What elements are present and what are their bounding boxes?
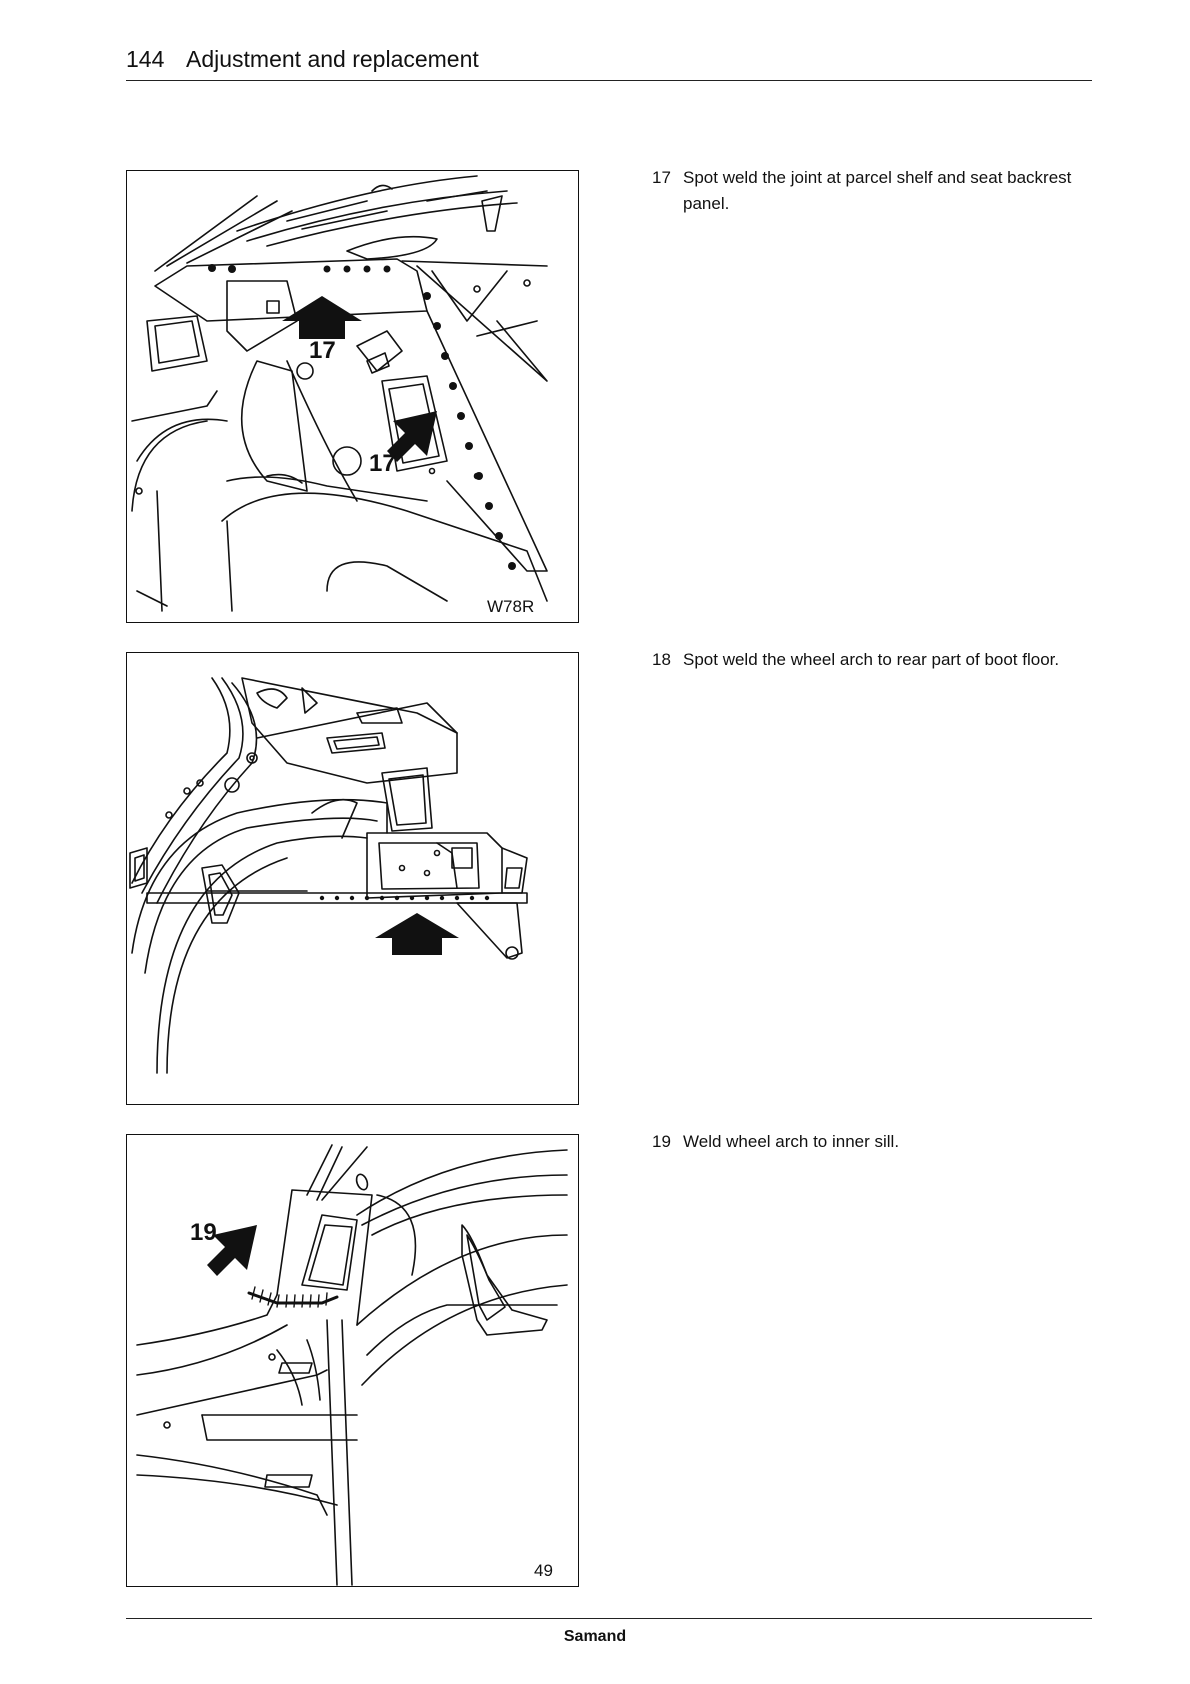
inner-sill-illustration: 19 (127, 1135, 578, 1586)
footer-brand: Samand (0, 1628, 1190, 1646)
step-text: Weld wheel arch to inner sill. (683, 1129, 1088, 1155)
step-number: 19 (652, 1129, 671, 1155)
step-number: 18 (652, 647, 671, 673)
page-number: 144 (126, 46, 164, 73)
callout-17-bottom: 17 (369, 450, 396, 477)
wheel-arch-illustration (127, 653, 578, 1104)
figure-parcel-shelf: 17 17 W78R (126, 170, 579, 623)
step-number: 17 (652, 165, 671, 191)
page-title: Adjustment and replacement (186, 46, 479, 73)
figure-code: W78R (487, 597, 534, 617)
step-text: Spot weld the wheel arch to rear part of… (683, 647, 1088, 673)
figure-wheel-arch-boot-floor (126, 652, 579, 1105)
step-text: Spot weld the joint at parcel shelf and … (683, 165, 1088, 217)
figure-wheel-arch-inner-sill: 19 49 (126, 1134, 579, 1587)
callout-17-top: 17 (309, 337, 336, 364)
figure-code: 49 (534, 1561, 553, 1581)
callout-19: 19 (190, 1219, 217, 1246)
page-header: 144 Adjustment and replacement (126, 44, 1092, 81)
parcel-shelf-illustration: 17 17 (127, 171, 578, 622)
footer-divider (126, 1618, 1092, 1619)
